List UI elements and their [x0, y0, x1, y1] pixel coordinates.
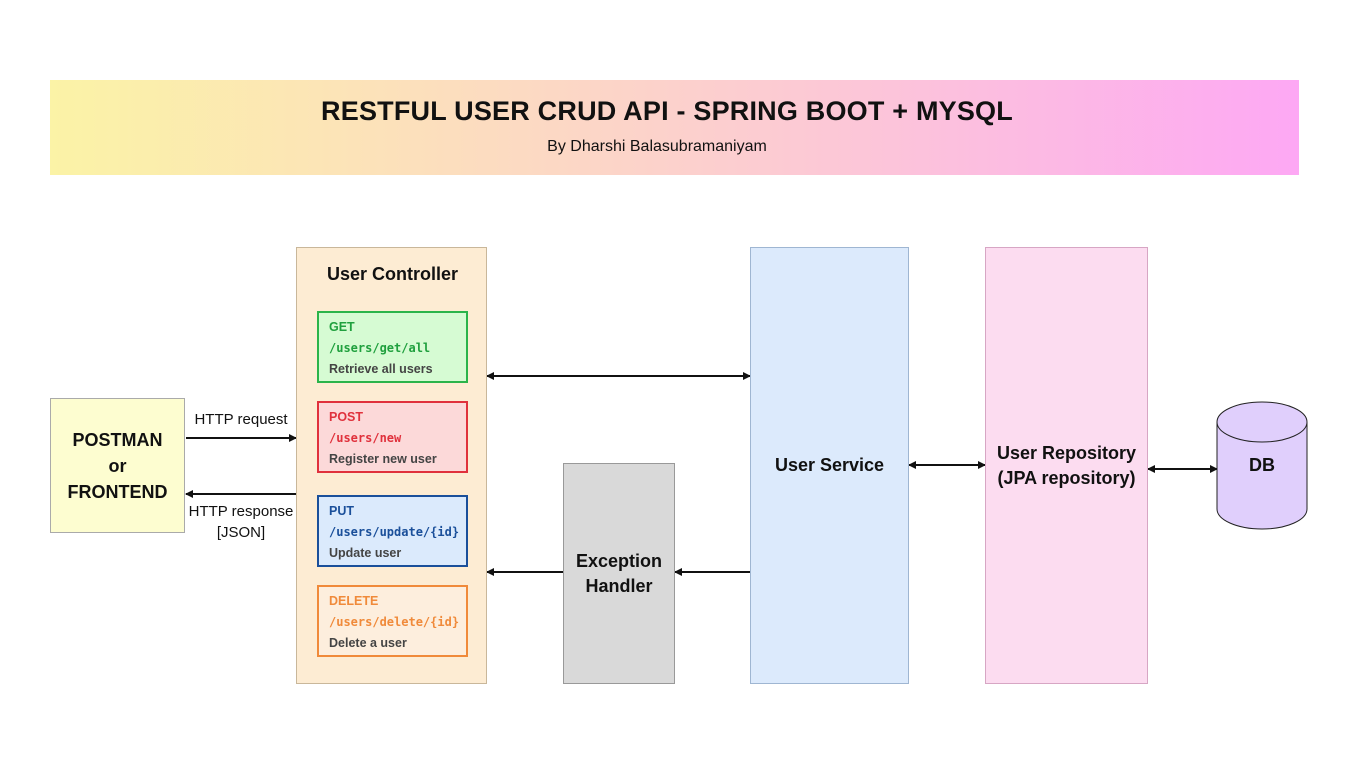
endpoint-path: /users/get/all [329, 341, 431, 355]
service-label: User Service [774, 455, 885, 475]
endpoint-description: Update user [329, 546, 402, 560]
repository-label-2: (JPA repository) [997, 467, 1136, 488]
endpoint-path: /users/delete/{id} [329, 615, 460, 629]
http-request-label: HTTP request [194, 411, 288, 428]
exception-label-1: Exception [575, 550, 663, 571]
user-service-box: User Service [750, 247, 909, 684]
endpoint-method: GET [329, 320, 355, 334]
client-label-or: or [108, 455, 127, 476]
header-banner [50, 80, 1299, 175]
database-cylinder [1216, 401, 1308, 530]
endpoint-method: DELETE [329, 594, 379, 608]
endpoint-description: Retrieve all users [329, 362, 433, 376]
endpoint-path: /users/new [329, 431, 402, 445]
client-box: POSTMAN or FRONTEND [50, 398, 185, 533]
endpoint-method: POST [329, 410, 364, 424]
endpoint-description: Register new user [329, 452, 437, 466]
endpoint-put: PUT /users/update/{id} Update user [317, 495, 468, 567]
exception-label-2: Handler [585, 575, 653, 596]
http-response-label: HTTP response [JSON] [188, 503, 294, 541]
controller-title: User Controller [326, 264, 459, 284]
endpoint-path: /users/update/{id} [329, 525, 460, 539]
user-repository-box: User Repository (JPA repository) [985, 247, 1148, 684]
endpoint-post: POST /users/new Register new user [317, 401, 468, 473]
database-label: DB [1249, 455, 1275, 475]
diagram-subtitle: By Dharshi Balasubramaniyam [547, 138, 767, 155]
user-controller-box: User Controller GET /users/get/all Retri… [296, 247, 487, 684]
repository-label-1: User Repository [996, 442, 1137, 463]
diagram-title: RESTFUL USER CRUD API - SPRING BOOT + MY… [321, 96, 1013, 126]
exception-handler-box: Exception Handler [563, 463, 675, 684]
client-label-postman: POSTMAN [72, 429, 163, 450]
endpoint-get: GET /users/get/all Retrieve all users [317, 311, 468, 383]
endpoint-delete: DELETE /users/delete/{id} Delete a user [317, 585, 468, 657]
endpoint-description: Delete a user [329, 636, 407, 650]
client-label-frontend: FRONTEND [67, 481, 168, 502]
endpoint-method: PUT [329, 504, 354, 518]
